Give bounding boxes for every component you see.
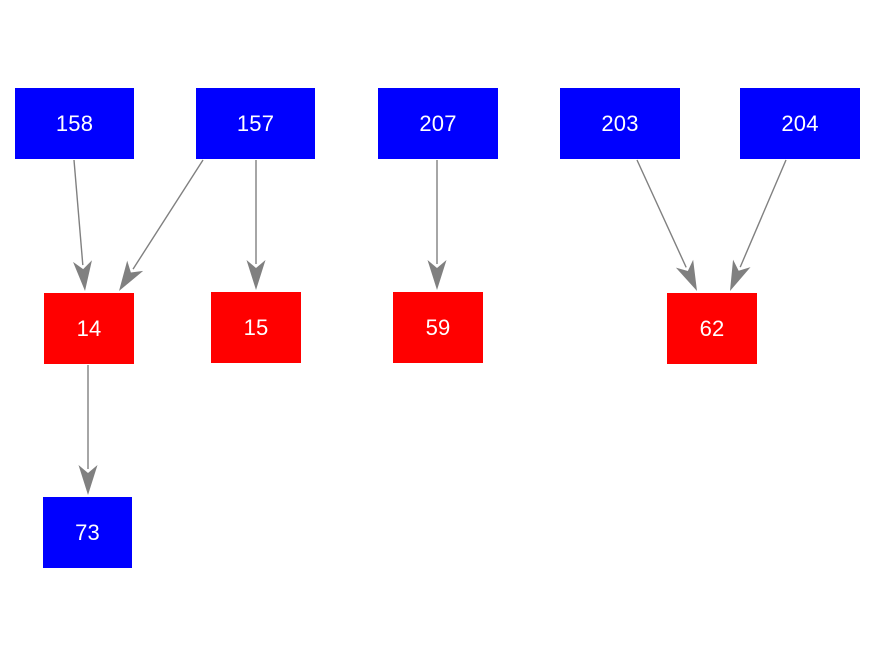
graph-node-62[interactable]: 62 [667, 293, 757, 364]
graph-node-207[interactable]: 207 [378, 88, 498, 159]
arrowhead-icon [730, 259, 751, 291]
graph-node-203[interactable]: 203 [560, 88, 680, 159]
graph-node-label: 14 [76, 315, 102, 341]
graph-node-59[interactable]: 59 [393, 292, 483, 363]
graph-node-label: 73 [75, 519, 100, 545]
graph-node-label: 204 [781, 110, 819, 136]
arrowhead-icon [246, 260, 266, 290]
graph-node-label: 203 [601, 110, 639, 136]
arrowhead-icon [73, 260, 92, 291]
edge-line [73, 159, 84, 266]
graph-node-label: 157 [236, 110, 275, 136]
arrowhead-icon [78, 465, 98, 495]
edge-line [132, 159, 204, 270]
edge-203-to-62 [636, 159, 697, 291]
graph-node-15[interactable]: 15 [211, 292, 301, 363]
graph-node-158[interactable]: 158 [15, 88, 134, 159]
arrowhead-icon [427, 260, 447, 290]
graph-node-14[interactable]: 14 [44, 293, 134, 364]
graph-node-73[interactable]: 73 [43, 497, 132, 568]
arrowhead-icon [675, 259, 697, 291]
edge-line [739, 159, 787, 268]
graph-node-157[interactable]: 157 [196, 88, 315, 159]
edge-157-to-14 [119, 159, 204, 291]
graph-node-label: 59 [425, 314, 451, 340]
graph-node-label: 158 [55, 110, 94, 136]
edge-14-to-73 [78, 365, 98, 495]
graph-node-204[interactable]: 204 [740, 88, 860, 159]
edge-207-to-59 [427, 160, 447, 290]
edge-158-to-14 [73, 159, 92, 291]
edge-line [636, 159, 687, 268]
edge-204-to-62 [730, 159, 787, 291]
edge-157-to-15 [246, 160, 266, 290]
graph-node-label: 207 [419, 110, 457, 136]
graph-node-label: 62 [699, 315, 725, 341]
graph-node-label: 15 [243, 314, 269, 340]
arrowhead-icon [119, 260, 144, 291]
